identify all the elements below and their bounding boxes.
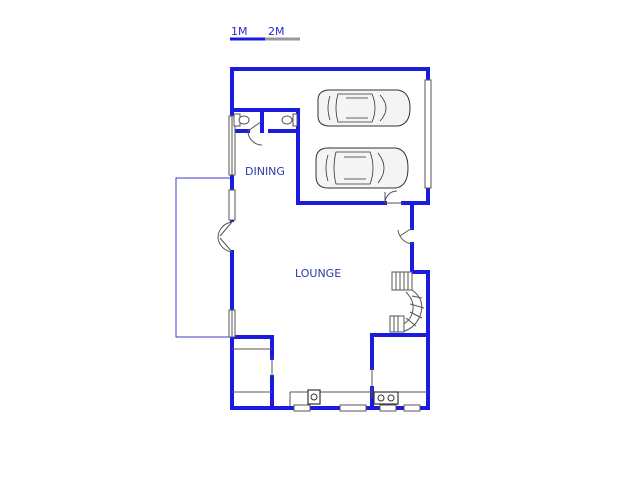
scale-label-2m: 2M — [268, 25, 285, 38]
room-label-dining: DINING — [245, 165, 285, 178]
doors — [217, 120, 413, 398]
kitchen-fixtures — [232, 348, 428, 406]
car-top — [317, 89, 411, 127]
car-bottom — [315, 147, 409, 189]
windows — [228, 79, 432, 412]
scale-bar: 1M 2M — [230, 25, 300, 41]
toilet-fixtures — [233, 113, 298, 127]
patio-outline — [175, 177, 231, 338]
room-label-lounge: LOUNGE — [295, 267, 341, 280]
scale-label-1m: 1M — [231, 25, 248, 38]
staircase — [389, 271, 425, 333]
